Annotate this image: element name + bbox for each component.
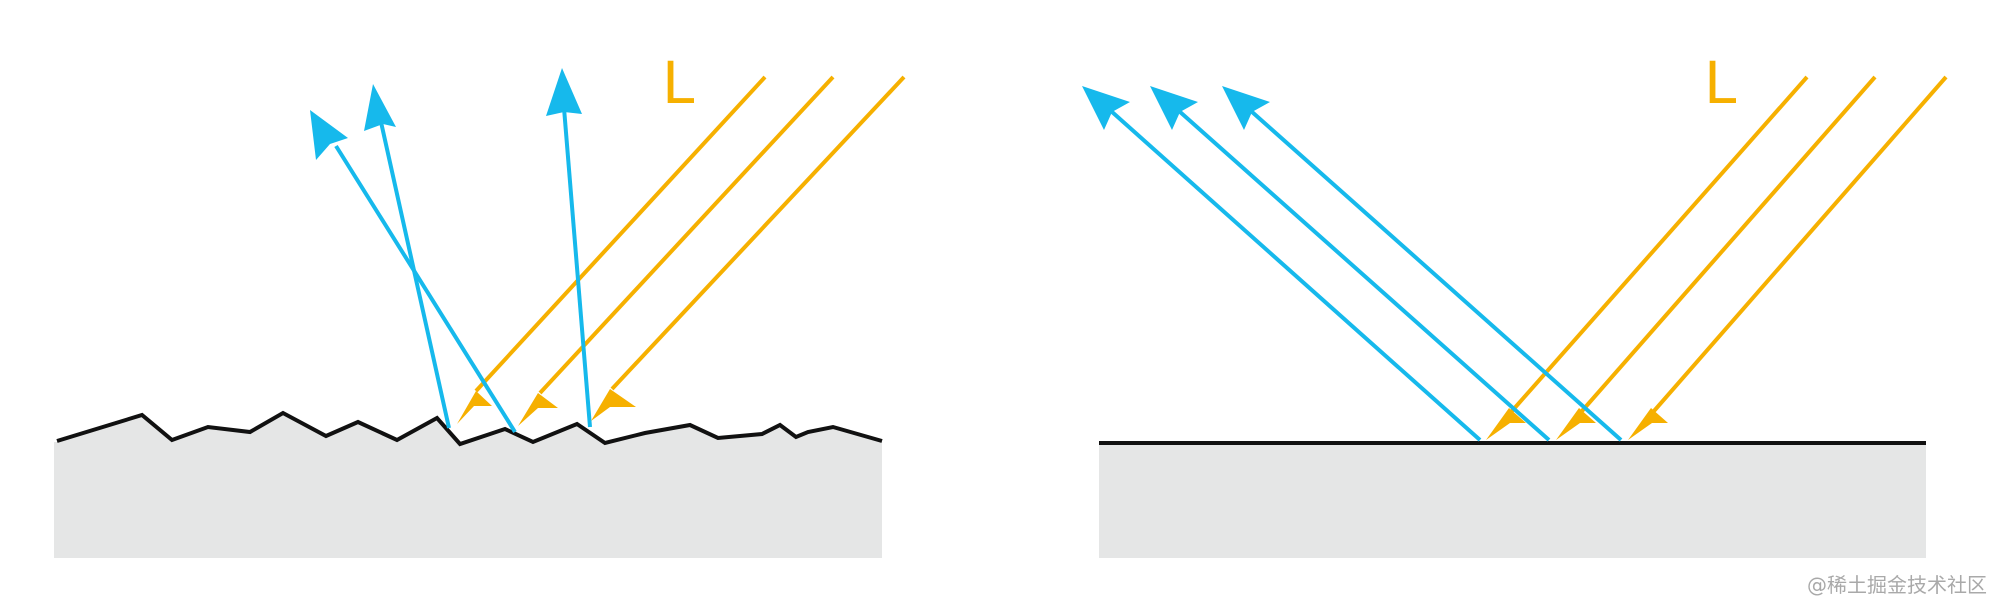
smooth-incident-ray-3 [1652,75,1948,413]
smooth-reflected-ray-3 [1249,109,1623,442]
rough-reflected-ray-3 [562,107,592,428]
smooth-light-label: L [1704,49,1736,117]
smooth-reflected-ray-1 [1109,109,1482,442]
smooth-incident-arrowhead-2 [1556,408,1596,440]
rough-material-fill [57,413,882,445]
rough-light-label: L [662,49,694,117]
watermark: @稀土掘金技术社区 [1807,573,1987,597]
rough-incident-arrowhead-3 [591,389,636,421]
rough-reflected-arrowhead-2 [364,84,396,131]
smooth-reflected-ray-2 [1177,109,1551,442]
smooth-incident-ray-1 [1510,75,1809,413]
smooth-incident-arrowhead-1 [1486,408,1526,440]
rough-reflected-arrowhead-3 [546,68,582,116]
rough-incident-arrowhead-2 [518,393,558,426]
rough-incident-ray-1 [474,75,767,393]
smooth-reflected-arrowhead-1 [1082,86,1130,130]
rough-reflected-ray-1 [334,144,517,434]
smooth-surface-diagram: L [1082,49,1948,558]
rough-incident-arrowhead-1 [457,391,492,424]
rough-incident-ray-2 [538,75,835,395]
rough-reflected-ray-2 [379,121,451,429]
smooth-reflected-arrowhead-2 [1150,86,1198,130]
smooth-material-block [1099,444,1926,558]
rough-reflected-arrowhead-1 [310,110,348,160]
smooth-incident-arrowhead-3 [1628,408,1668,440]
rough-material-block [54,442,882,558]
rough-incident-ray-3 [610,75,906,391]
rough-surface-line [56,410,883,447]
smooth-reflected-arrowhead-3 [1222,86,1270,130]
smooth-incident-ray-2 [1580,75,1877,413]
rough-surface-diagram: L [54,49,906,558]
